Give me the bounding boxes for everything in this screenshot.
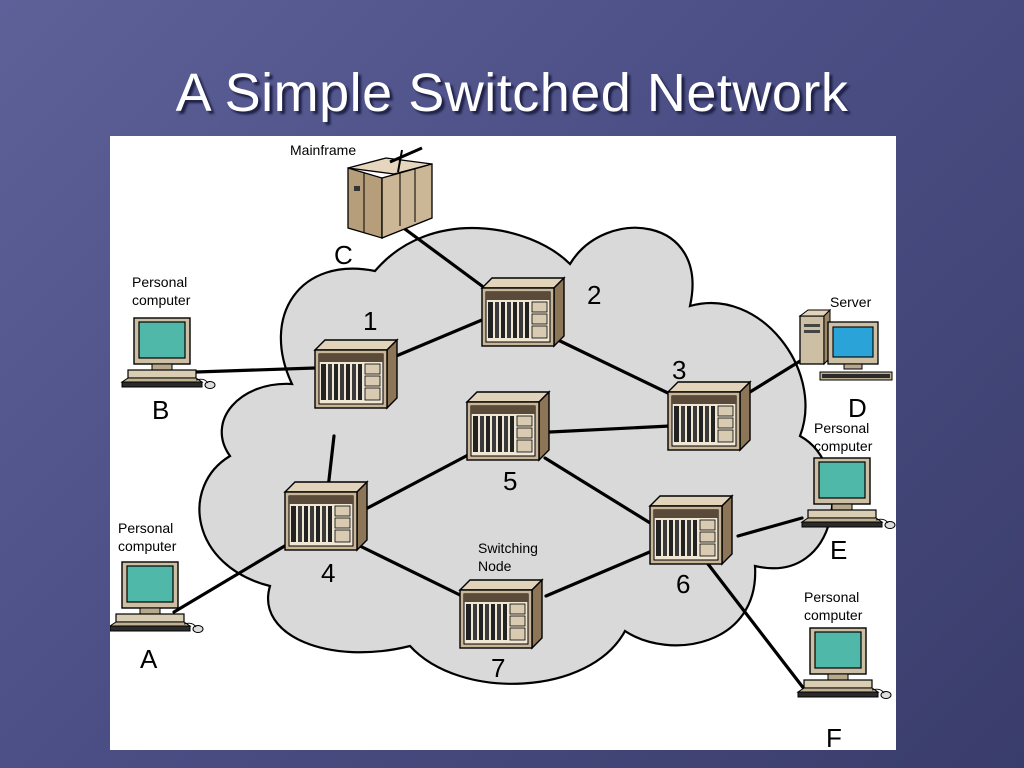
label-mainframe: Mainframe	[290, 142, 356, 158]
label-pc-b: Personal computer	[132, 274, 191, 308]
label-switching-node: Switching Node	[478, 540, 542, 574]
station-a: A	[140, 644, 158, 674]
server-icon	[798, 308, 893, 381]
label-pc-f: Personal computer	[804, 589, 863, 623]
pc-e-icon	[801, 457, 896, 530]
station-e: E	[830, 535, 847, 565]
mainframe-icon	[347, 146, 433, 239]
switching-node-1	[314, 339, 398, 409]
pc-b-icon	[121, 317, 216, 390]
node-number-4: 4	[321, 558, 335, 588]
node-number-3: 3	[672, 355, 686, 385]
switching-node-2	[481, 277, 565, 347]
pc-a-icon	[110, 561, 204, 634]
station-f: F	[826, 723, 842, 750]
switching-node-6	[649, 495, 733, 565]
switching-node-4	[284, 481, 368, 551]
node-number-7: 7	[491, 653, 505, 683]
node-number-6: 6	[676, 569, 690, 599]
station-c: C	[334, 240, 353, 270]
node-number-2: 2	[587, 280, 601, 310]
label-server: Server	[830, 294, 872, 310]
slide-title: A Simple Switched Network	[175, 63, 849, 123]
label-pc-a: Personal computer	[118, 520, 177, 554]
switching-node-3	[667, 381, 751, 451]
network-links	[172, 216, 810, 696]
node-number-1: 1	[363, 306, 377, 336]
switching-node-7	[459, 579, 543, 649]
network-diagram: Mainframe Server Personal computer Perso…	[110, 136, 896, 750]
station-b: B	[152, 395, 169, 425]
label-pc-e: Personal computer	[814, 420, 873, 454]
switching-node-5	[466, 391, 550, 461]
station-d: D	[848, 393, 867, 423]
node-number-5: 5	[503, 466, 517, 496]
pc-f-icon	[797, 627, 892, 700]
